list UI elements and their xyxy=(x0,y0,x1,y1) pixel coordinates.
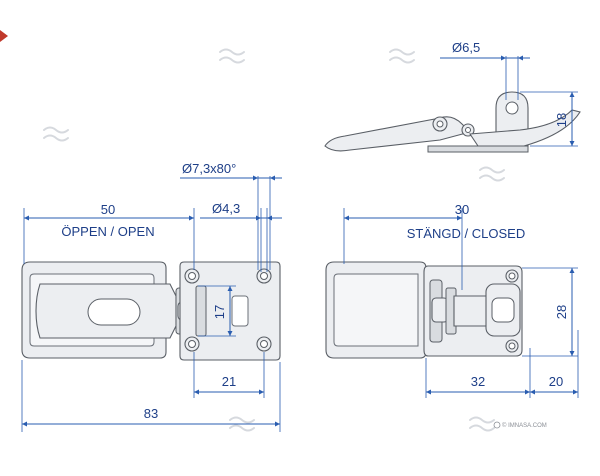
dim-hole-label: Ø4,3 xyxy=(212,201,240,216)
dim-overall-83-label: 83 xyxy=(144,406,158,421)
closed-label: STÄNGD / CLOSED xyxy=(407,226,525,241)
dim-width-21: 21 xyxy=(193,352,265,398)
brand-mark: © IMNASA.COM xyxy=(493,421,547,429)
dim-height-28-label: 28 xyxy=(554,305,569,319)
side-view xyxy=(324,91,581,153)
dim-width-20-label: 20 xyxy=(549,374,563,389)
dim-height-28: 28 xyxy=(522,267,578,357)
dim-height-17-label: 17 xyxy=(212,305,227,319)
open-view xyxy=(21,261,281,361)
dim-height-top-label: 18 xyxy=(554,113,569,127)
dim-closed-30: 30 STÄNGD / CLOSED xyxy=(343,202,525,290)
dim-closed-30-label: 30 xyxy=(455,202,469,217)
dim-width-21-label: 21 xyxy=(222,374,236,389)
open-label: ÖPPEN / OPEN xyxy=(61,224,154,239)
closed-view xyxy=(325,261,523,359)
dim-hole: Ø4,3 xyxy=(200,201,282,272)
brand-logo-icon xyxy=(493,421,501,429)
dim-hole-top-label: Ø6,5 xyxy=(452,40,480,55)
dim-countersink-label: Ø7,3x80° xyxy=(182,161,236,176)
dim-open-50: 50 ÖPPEN / OPEN xyxy=(23,202,195,270)
brand-url: © IMNASA.COM xyxy=(502,422,547,429)
dim-height-top: 18 xyxy=(520,91,578,147)
corner-accent xyxy=(0,30,8,42)
dim-height-17: 17 xyxy=(198,285,236,337)
dim-bottom-right: 32 20 xyxy=(425,330,579,398)
dim-hole-top: Ø6,5 xyxy=(440,40,530,100)
dim-countersink: Ø7,3x80° xyxy=(180,161,282,270)
dim-width-32-label: 32 xyxy=(471,374,485,389)
dim-overall-83: 83 xyxy=(21,360,281,432)
dim-open-50-label: 50 xyxy=(101,202,115,217)
